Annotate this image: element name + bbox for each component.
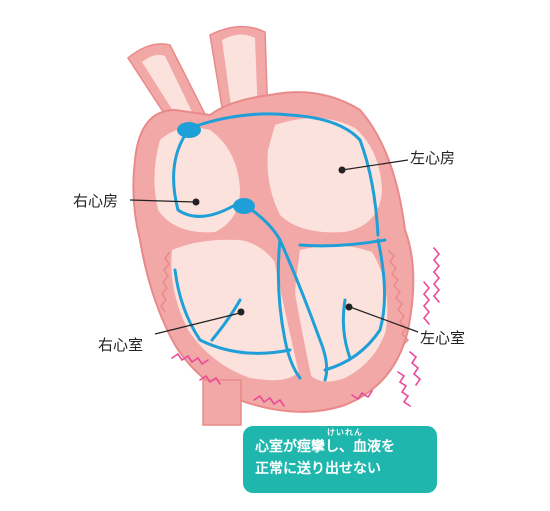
tremor-mark-2 [422,281,431,325]
purkinje-left [323,238,386,372]
ventricle-wall-texture [387,249,410,347]
left-ventricle-dot [345,303,353,311]
purkinje-right [173,268,292,355]
ventricle-wall-texture-left [160,251,171,313]
tremor-mark-7 [253,394,285,407]
pulmonary-vessel-inner [142,54,195,122]
label-dots [192,166,353,316]
label-right-ventricle: 右心室 [98,336,144,354]
fibrillation-callout: けいれん 心室が痙攣し、血液を 正常に送り出せない [243,426,437,493]
callout-line-1: 心室が痙攣し、血液を [255,436,429,458]
right-bundle-branch [276,238,302,380]
tremor-mark-4 [397,371,411,407]
conduction-system [172,112,387,382]
callout-line1-pre: 心室が [255,439,297,455]
left-atrium-chamber [267,118,382,233]
callout-ruby: けいれん [327,428,363,437]
tremor-mark-1 [432,247,441,303]
atrial-conduction-path-3 [358,138,380,237]
atrial-conduction-path [188,112,362,142]
right-atrium-dot [192,198,200,206]
right-ventricle-dot [237,308,245,316]
tremor-mark-6 [199,374,221,385]
tremor-mark-5 [171,352,209,366]
atrial-conduction-path-2 [172,126,237,218]
callout-line1-post: し、血液を [325,439,395,455]
label-left-ventricle: 左心室 [420,329,466,347]
tremor-mark-8 [351,390,373,401]
callout-term: 痙攣 [297,439,325,455]
fibrillation-marks [171,247,441,407]
label-left-atrium: 左心房 [410,149,456,167]
inferior-vena-cava [202,379,242,426]
purkinje-branch-1 [298,238,387,248]
callout-line-2: 正常に送り出せない [255,461,381,477]
purkinje-branch-3 [341,298,352,360]
atrioventricular-node-icon [233,198,255,214]
label-leaders [129,159,419,335]
left-atrium-dot [338,166,346,174]
tremor-mark-3 [409,351,422,386]
sinoatrial-node-icon [177,122,201,138]
purkinje-branch-2 [210,298,242,342]
label-right-atrium: 右心房 [73,192,119,210]
